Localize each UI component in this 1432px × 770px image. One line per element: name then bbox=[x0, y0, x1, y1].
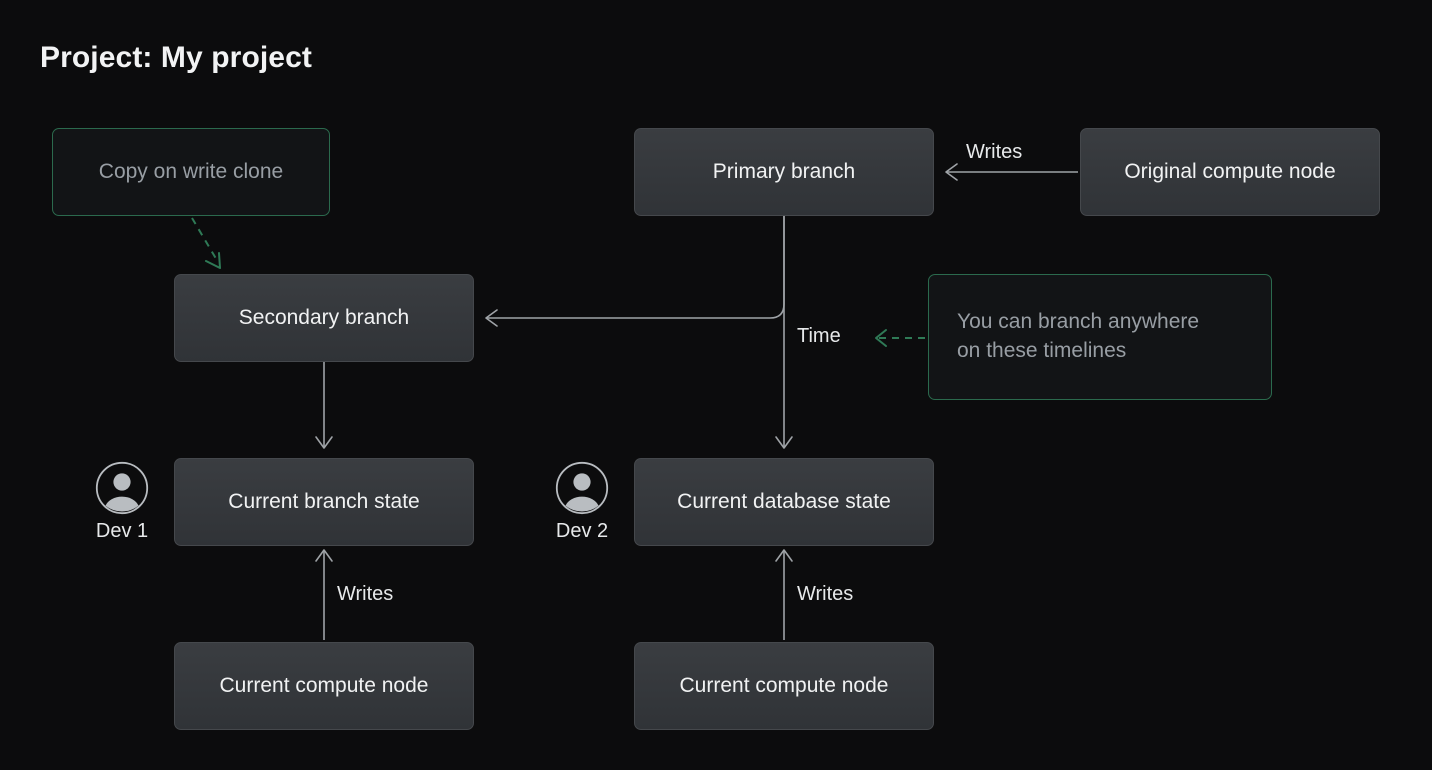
node-label: Copy on write clone bbox=[98, 160, 284, 183]
edge-label-writes-right: Writes bbox=[797, 583, 854, 605]
avatar-label: Dev 2 bbox=[555, 520, 609, 542]
user-avatar-icon bbox=[95, 461, 149, 515]
edge-compute-left-to-branch-state bbox=[315, 549, 333, 640]
edge-label-time: Time bbox=[797, 325, 841, 347]
callout-line-1: You can branch anywhere bbox=[957, 310, 1200, 334]
node-current-branch-state[interactable]: Current branch state bbox=[174, 458, 474, 546]
edge-label-writes-left: Writes bbox=[337, 583, 394, 605]
edge-primary-to-current-database-state bbox=[775, 214, 793, 449]
avatar-dev-2[interactable]: Dev 2 bbox=[539, 461, 625, 543]
edge-label-writes-top: Writes bbox=[966, 141, 1023, 163]
node-current-compute-node-left[interactable]: Current compute node bbox=[174, 642, 474, 730]
node-label: Current branch state bbox=[228, 490, 420, 513]
node-label: Original compute node bbox=[1124, 160, 1336, 183]
node-label: Current database state bbox=[677, 490, 891, 513]
edge-clone-to-secondary-dashed bbox=[191, 217, 221, 269]
node-label: Secondary branch bbox=[238, 306, 410, 329]
node-current-database-state[interactable]: Current database state bbox=[634, 458, 934, 546]
node-original-compute-node[interactable]: Original compute node bbox=[1080, 128, 1380, 216]
node-branch-anywhere-callout[interactable]: You can branch anywhere on these timelin… bbox=[928, 274, 1272, 400]
page-title: Project: My project bbox=[40, 41, 312, 74]
edge-primary-to-secondary bbox=[485, 214, 785, 327]
user-avatar-icon bbox=[555, 461, 609, 515]
node-current-compute-node-right[interactable]: Current compute node bbox=[634, 642, 934, 730]
edge-original-compute-to-primary bbox=[945, 163, 1078, 181]
node-secondary-branch[interactable]: Secondary branch bbox=[174, 274, 474, 362]
node-label: Current compute node bbox=[679, 674, 889, 697]
edge-compute-right-to-database-state bbox=[775, 549, 793, 640]
edge-secondary-to-current-branch-state bbox=[315, 362, 333, 449]
avatar-dev-1[interactable]: Dev 1 bbox=[79, 461, 165, 543]
avatar-label: Dev 1 bbox=[95, 520, 149, 542]
node-label: Current compute node bbox=[219, 674, 429, 697]
node-label: Primary branch bbox=[712, 160, 856, 183]
node-primary-branch[interactable]: Primary branch bbox=[634, 128, 934, 216]
node-copy-on-write-clone[interactable]: Copy on write clone bbox=[52, 128, 330, 216]
edge-callout-to-time-dashed bbox=[875, 329, 925, 347]
callout-text: You can branch anywhere on these timelin… bbox=[957, 308, 1199, 366]
callout-line-2: on these timelines bbox=[957, 339, 1127, 362]
